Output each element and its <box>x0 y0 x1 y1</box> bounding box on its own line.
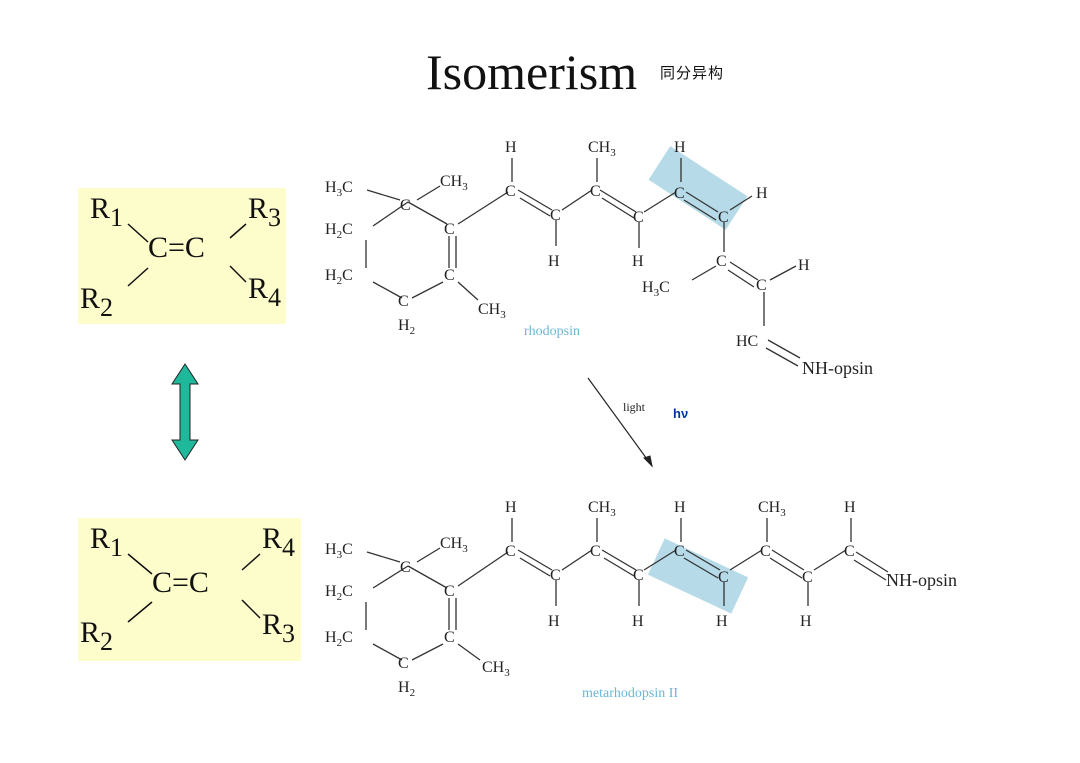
svg-text:H2C: H2C <box>325 629 353 649</box>
page-title: Isomerism <box>426 44 638 100</box>
generic-alkene-top-bonds <box>127 223 247 287</box>
svg-text:C: C <box>674 185 685 202</box>
svg-text:H: H <box>674 139 686 156</box>
svg-text:H: H <box>548 253 560 270</box>
svg-text:C: C <box>444 267 455 284</box>
svg-text:CH3: CH3 <box>758 499 786 519</box>
svg-text:H: H <box>632 613 644 630</box>
photon-symbol: hν <box>673 406 689 421</box>
svg-text:C: C <box>550 567 561 584</box>
svg-text:C: C <box>590 183 601 200</box>
svg-text:H2: H2 <box>398 679 415 699</box>
svg-text:H: H <box>548 613 560 630</box>
svg-text:C: C <box>505 183 516 200</box>
svg-text:C: C <box>633 209 644 226</box>
r1-label: R1 <box>90 192 124 232</box>
svg-text:CH3: CH3 <box>588 139 616 159</box>
svg-text:C: C <box>716 253 727 270</box>
double-bond-core: C=C <box>148 231 205 264</box>
svg-text:C: C <box>760 543 771 560</box>
generic-alkene-top: R1 C=C R3 R2 R4 <box>78 188 286 324</box>
svg-text:C: C <box>398 655 409 672</box>
svg-text:C: C <box>718 209 729 226</box>
light-label: light <box>623 400 646 414</box>
r2-label: R2 <box>80 282 114 322</box>
r3-label: R3 <box>248 192 282 232</box>
svg-text:H: H <box>674 499 686 516</box>
svg-text:C: C <box>802 569 813 586</box>
svg-text:H: H <box>505 499 517 516</box>
svg-text:HC: HC <box>736 333 758 350</box>
svg-text:C: C <box>633 567 644 584</box>
r1-label: R1 <box>90 522 124 562</box>
svg-text:C: C <box>444 221 455 238</box>
svg-text:C: C <box>505 543 516 560</box>
svg-text:CH3: CH3 <box>482 659 510 679</box>
svg-text:H: H <box>632 253 644 270</box>
svg-text:H3C: H3C <box>642 279 670 299</box>
r4-label: R4 <box>248 272 282 312</box>
svg-text:H: H <box>505 139 517 156</box>
svg-text:H3C: H3C <box>325 541 353 561</box>
svg-text:C: C <box>398 293 409 310</box>
svg-text:C: C <box>844 543 855 560</box>
trans-bond-highlight <box>647 538 749 614</box>
svg-text:CH3: CH3 <box>440 535 468 555</box>
svg-text:H2C: H2C <box>325 267 353 287</box>
svg-text:CH3: CH3 <box>588 499 616 519</box>
metarhodopsin-caption: metarhodopsin II <box>582 686 679 701</box>
svg-text:H2C: H2C <box>325 583 353 603</box>
svg-text:H: H <box>844 499 856 516</box>
svg-text:C: C <box>590 543 601 560</box>
svg-text:C: C <box>444 583 455 600</box>
rhodopsin-end-group: NH-opsin <box>802 358 873 378</box>
svg-text:H3C: H3C <box>325 179 353 199</box>
svg-text:C: C <box>444 629 455 646</box>
svg-text:H: H <box>800 613 812 630</box>
double-headed-arrow-icon <box>171 363 199 461</box>
double-bond-core: C=C <box>152 566 209 599</box>
svg-text:CH3: CH3 <box>478 301 506 321</box>
rhodopsin-caption: rhodopsin <box>524 324 580 339</box>
svg-text:C: C <box>550 207 561 224</box>
svg-text:C: C <box>400 197 411 214</box>
svg-text:C: C <box>756 277 767 294</box>
svg-text:C: C <box>718 569 729 586</box>
svg-text:CH3: CH3 <box>440 173 468 193</box>
svg-text:H2C: H2C <box>325 221 353 241</box>
svg-text:H: H <box>798 257 810 274</box>
cis-bond-highlight <box>648 146 748 230</box>
svg-text:C: C <box>674 543 685 560</box>
svg-text:H2: H2 <box>398 317 415 337</box>
page-title-chinese: 同分异构 <box>660 64 725 82</box>
r4-label: R4 <box>262 522 296 562</box>
svg-text:H: H <box>716 613 728 630</box>
metarhodopsin-end-group: NH-opsin <box>886 570 957 590</box>
svg-text:H: H <box>756 185 768 202</box>
r2-label: R2 <box>80 616 114 656</box>
generic-alkene-bottom-bonds <box>127 553 261 623</box>
generic-alkene-bottom: R1 C=C R4 R2 R3 <box>78 518 301 661</box>
svg-text:C: C <box>400 559 411 576</box>
r3-label: R3 <box>262 608 296 648</box>
